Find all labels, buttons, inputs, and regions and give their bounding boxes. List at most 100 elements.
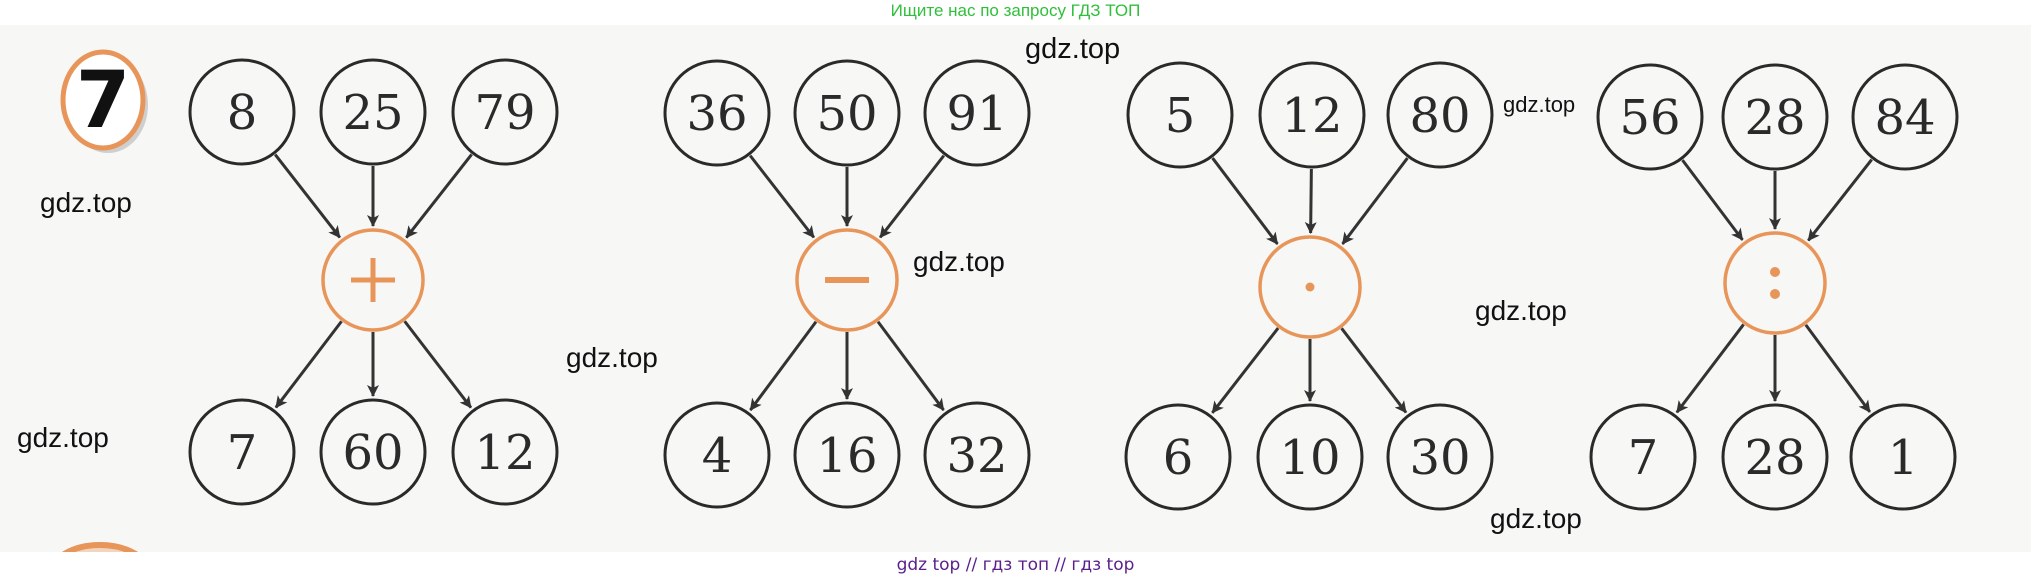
output-number-node: 16 xyxy=(793,401,901,509)
watermark: gdz.top xyxy=(1490,503,1582,534)
input-circle xyxy=(1721,63,1829,171)
arrow-to-operator xyxy=(1304,168,1317,235)
output-number: 12 xyxy=(474,425,535,481)
input-number: 25 xyxy=(342,85,403,141)
input-number: 91 xyxy=(946,86,1007,142)
arrow-from-operator xyxy=(1340,327,1408,414)
output-circle xyxy=(1849,403,1957,511)
output-number-node: 4 xyxy=(663,401,771,509)
output-number: 30 xyxy=(1409,430,1470,486)
arrow-to-operator xyxy=(878,154,946,239)
multiply-dot-icon xyxy=(1305,282,1315,292)
operator-node: − xyxy=(795,228,899,332)
watermark: gdz.top xyxy=(1025,33,1121,65)
arrow-from-operator xyxy=(876,320,945,411)
arrow-to-operator xyxy=(1807,158,1873,242)
arrow-to-operator xyxy=(1341,157,1409,245)
input-number: 12 xyxy=(1281,88,1342,144)
input-number-node: 28 xyxy=(1721,63,1829,171)
arrow-from-operator xyxy=(1804,323,1872,413)
output-number-node: 1 xyxy=(1849,403,1957,511)
bottom-banner: gdz top // гдз топ // гдз top xyxy=(0,552,2031,579)
arrow-to-operator xyxy=(748,154,816,239)
output-circle xyxy=(319,398,427,506)
output-number: 7 xyxy=(227,425,258,481)
watermark: gdz.top xyxy=(40,187,132,218)
output-number: 60 xyxy=(342,425,403,481)
output-circle xyxy=(1721,403,1829,511)
operator-circle xyxy=(1723,231,1827,335)
operator-circle xyxy=(795,228,899,332)
input-number-node: 8 xyxy=(188,58,296,166)
arrow-to-operator xyxy=(274,153,341,239)
input-number: 50 xyxy=(816,86,877,142)
output-circle xyxy=(663,401,771,509)
operator-node: · xyxy=(1258,235,1362,339)
input-circle xyxy=(1596,63,1704,171)
input-number: 8 xyxy=(227,85,258,141)
operator-circle xyxy=(1258,235,1362,339)
watermark: gdz.top xyxy=(913,246,1005,277)
output-number: 4 xyxy=(702,428,733,484)
input-circle xyxy=(1126,61,1234,169)
operator-node: : xyxy=(1723,231,1827,335)
watermark: gdz.top xyxy=(1503,92,1576,117)
exercise-number: 7 xyxy=(76,56,130,146)
output-number-node: 60 xyxy=(319,398,427,506)
output-number: 16 xyxy=(816,428,877,484)
badge-ring xyxy=(60,49,146,151)
output-circle xyxy=(1256,403,1364,511)
operation-group-division: 56 28 84 7 28 1: xyxy=(1589,63,1959,511)
output-number: 6 xyxy=(1163,430,1194,486)
watermark: gdz.top xyxy=(17,422,109,453)
output-circle xyxy=(1124,403,1232,511)
arrow-to-operator xyxy=(1681,159,1744,241)
watermark: gdz.top xyxy=(566,342,658,373)
input-number-node: 12 xyxy=(1258,61,1366,169)
input-number-node: 50 xyxy=(793,59,901,167)
output-number-node: 28 xyxy=(1721,403,1829,511)
output-number: 10 xyxy=(1279,430,1340,486)
input-circle xyxy=(1386,61,1494,169)
input-circle xyxy=(923,59,1031,167)
arrow-from-operator xyxy=(1675,323,1745,414)
input-number: 84 xyxy=(1874,90,1935,146)
output-circle xyxy=(188,398,296,506)
output-number-node: 32 xyxy=(923,401,1031,509)
input-circle xyxy=(451,58,559,166)
output-number: 32 xyxy=(946,428,1007,484)
output-circle xyxy=(1386,403,1494,511)
input-number-node: 36 xyxy=(663,59,771,167)
input-number-node: 79 xyxy=(451,58,559,166)
input-number-node: 80 xyxy=(1386,61,1494,169)
plus-icon xyxy=(351,258,395,302)
input-number: 56 xyxy=(1619,90,1680,146)
arrow-from-operator xyxy=(1211,327,1280,414)
arrow-to-operator xyxy=(1211,157,1279,245)
textbook-page xyxy=(0,25,2031,552)
output-circle xyxy=(923,401,1031,509)
exercise-number-badge: 7 xyxy=(60,49,148,153)
input-number-node: 84 xyxy=(1851,63,1959,171)
operator-circle xyxy=(321,228,425,332)
top-banner: Ищите нас по запросу ГДЗ ТОП xyxy=(890,1,1141,20)
input-circle xyxy=(663,59,771,167)
arrow-to-operator xyxy=(405,153,473,239)
input-circle xyxy=(1258,61,1366,169)
output-circle xyxy=(1589,403,1697,511)
arrow-from-operator xyxy=(403,320,473,409)
output-number-node: 30 xyxy=(1386,403,1494,511)
output-number: 7 xyxy=(1628,430,1659,486)
input-circle xyxy=(319,58,427,166)
operation-group-subtraction: 36 50 91 4 16 32 − xyxy=(663,59,1031,509)
output-number-node: 6 xyxy=(1124,403,1232,511)
output-number-node: 12 xyxy=(451,398,559,506)
input-circle xyxy=(793,59,901,167)
output-circle xyxy=(793,401,901,509)
output-number: 1 xyxy=(1888,430,1919,486)
arrow-from-operator xyxy=(274,320,343,409)
input-number: 79 xyxy=(474,85,535,141)
